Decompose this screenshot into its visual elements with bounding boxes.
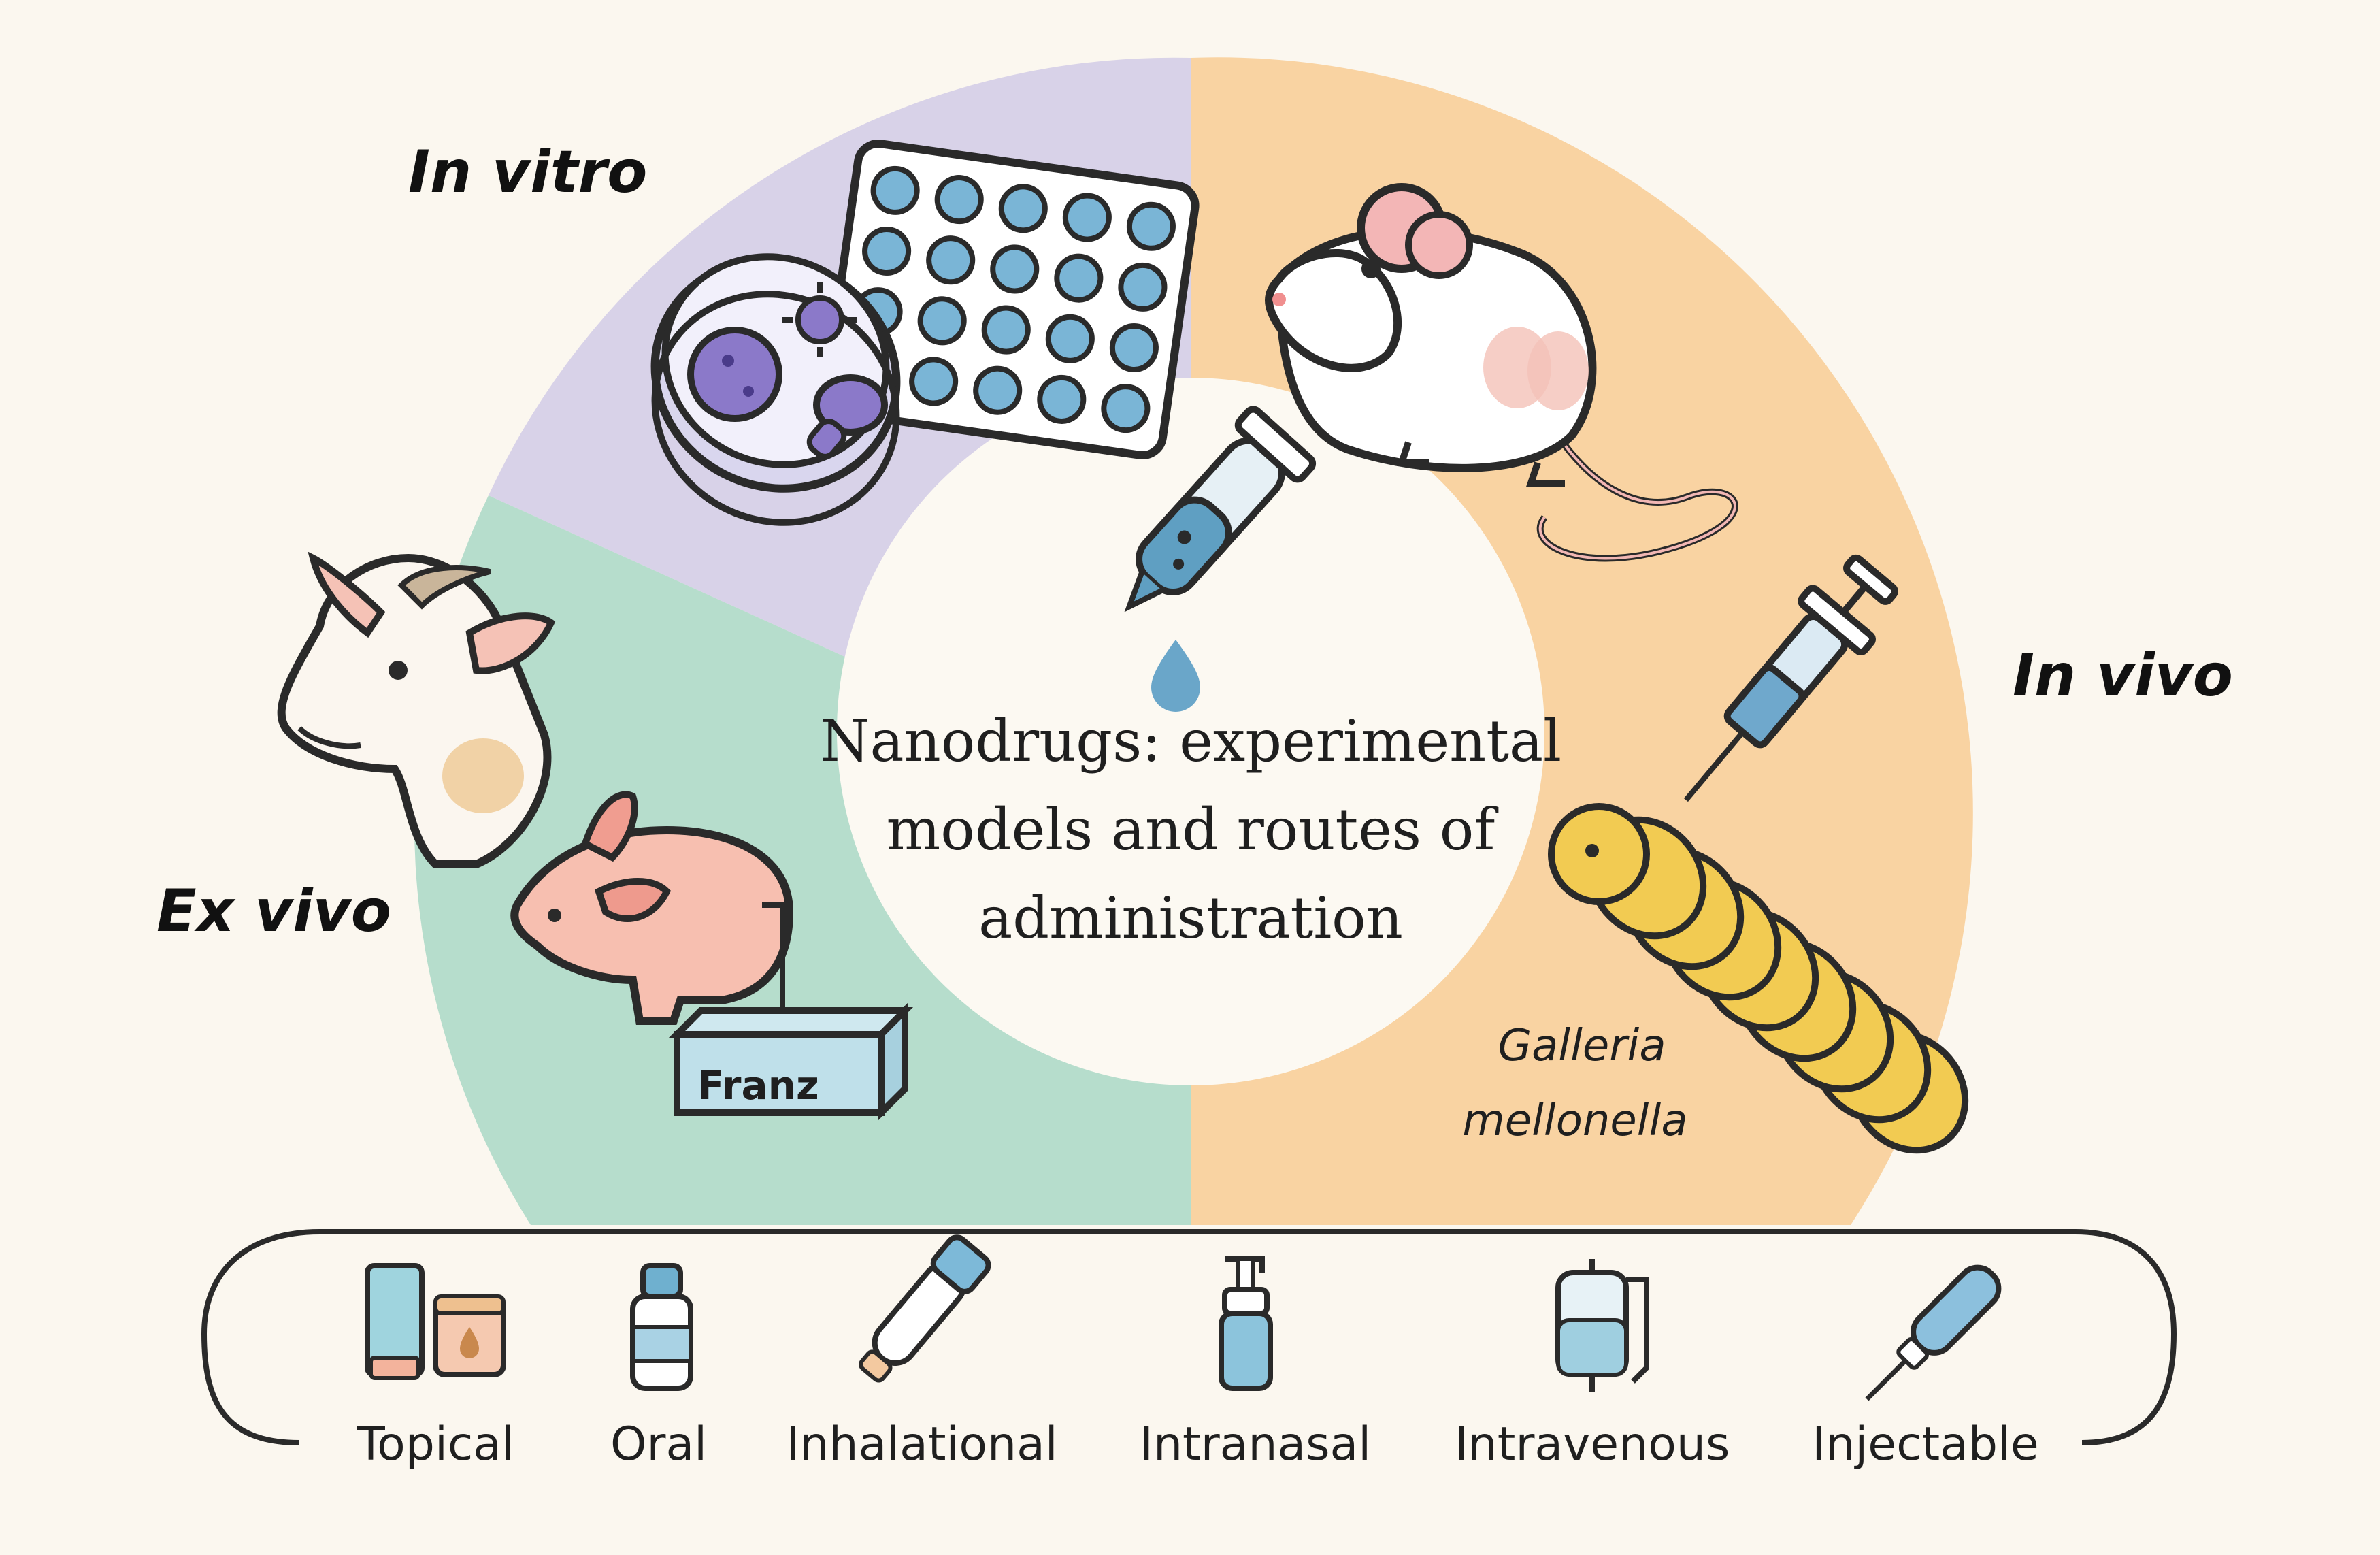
well: [870, 165, 920, 215]
route-label-intravenous: Intravenous: [1455, 1418, 1730, 1471]
well: [990, 244, 1040, 294]
larva-segments: [1586, 816, 1969, 1154]
mouse-icon: [1265, 183, 1738, 562]
well: [973, 365, 1023, 415]
route-label-inhalational: Inhalational: [786, 1418, 1057, 1471]
center-title-line-1: Nanodrugs: experimental: [820, 708, 1561, 774]
injection-syringe-icon: [1683, 554, 1898, 802]
galleria-larva-icon: [1548, 803, 1969, 1154]
nasal-spray-icon: [1219, 1256, 1273, 1391]
galleria-label-line-1: Galleria: [1498, 1021, 1666, 1071]
well: [1126, 201, 1176, 251]
center-pipette-icon: [1124, 406, 1317, 612]
route-labels: Topical Oral Inhalational Intranasal Int…: [356, 1418, 2039, 1471]
well: [909, 357, 959, 406]
inhaler-icon: [859, 1234, 991, 1383]
well: [926, 235, 976, 285]
well: [934, 175, 984, 225]
route-icons: [365, 1234, 2002, 1401]
topical-tube-jar-icon: [365, 1263, 506, 1380]
route-label-intranasal: Intranasal: [1140, 1418, 1371, 1471]
center-title-line-3: administration: [978, 885, 1403, 951]
route-label-oral: Oral: [610, 1418, 707, 1471]
ex-vivo-label: Ex vivo: [156, 877, 391, 945]
galleria-label-line-2: mellonella: [1462, 1096, 1687, 1146]
oral-bottle-icon: [630, 1263, 693, 1391]
syringe-icon: [1865, 1264, 2002, 1401]
center-disc: [837, 378, 1544, 1085]
route-label-topical: Topical: [356, 1418, 514, 1471]
well: [1101, 384, 1151, 433]
well: [1062, 193, 1112, 242]
well: [1037, 374, 1087, 424]
well: [1109, 323, 1159, 373]
well: [862, 226, 912, 276]
well-plate-icon: [821, 140, 1200, 459]
ex-vivo-sector: [414, 495, 1191, 1225]
in-vivo-label: In vivo: [2013, 642, 2233, 710]
in-vitro-label: In vitro: [408, 138, 647, 206]
well: [1118, 262, 1168, 312]
route-label-injectable: Injectable: [1812, 1418, 2039, 1471]
franz-cell-icon: [668, 1002, 914, 1122]
well: [1054, 253, 1104, 303]
microbe-cells-icon: [687, 282, 888, 459]
iv-bag-icon: [1555, 1259, 1649, 1392]
franz-label: Franz: [697, 1062, 819, 1109]
well: [998, 184, 1048, 233]
well: [981, 305, 1031, 355]
well: [917, 296, 967, 346]
center-title-line-2: models and routes of: [887, 796, 1500, 863]
well: [1045, 314, 1095, 363]
routes-bracket: [201, 1229, 2177, 1445]
center-drop-icon: [1151, 640, 1200, 712]
goat-head-icon: [277, 551, 556, 868]
pig-icon: [510, 791, 794, 1028]
well-plate-wells: [845, 165, 1176, 433]
